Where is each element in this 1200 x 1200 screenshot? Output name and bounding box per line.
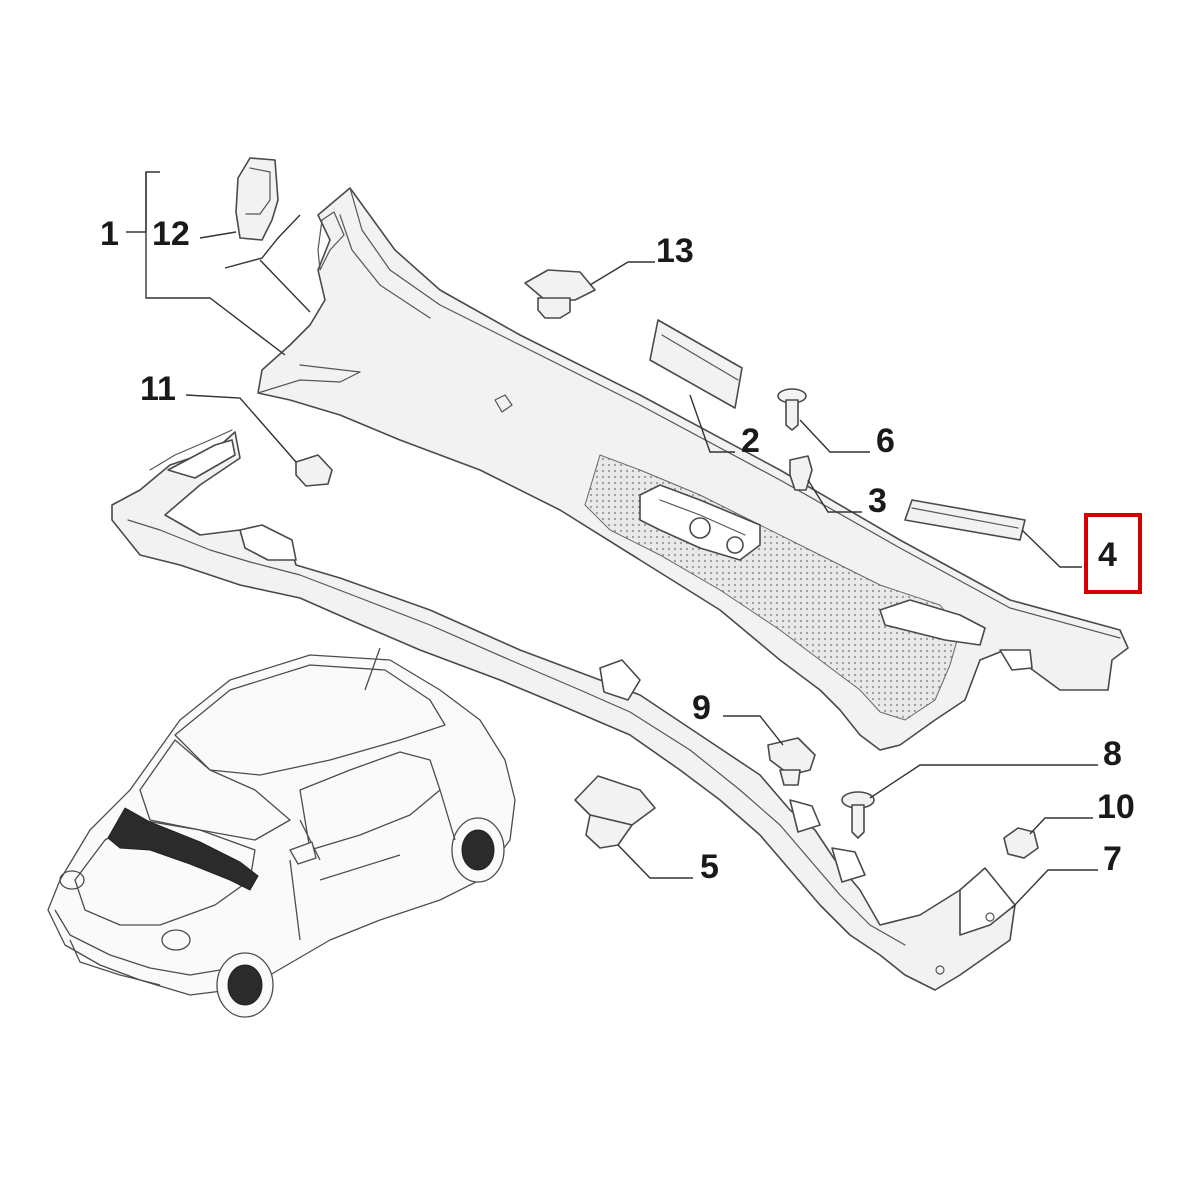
screw-part-6 — [777, 388, 807, 431]
leader-13 — [589, 261, 655, 286]
callout-8: 8 — [1103, 735, 1122, 773]
leader-4 — [1021, 529, 1082, 568]
push-clip-part-3 — [789, 455, 813, 491]
callout-4: 4 — [1098, 536, 1117, 574]
clip-part-9 — [767, 737, 816, 786]
leader-12 — [199, 231, 237, 239]
leader-1d — [259, 259, 311, 313]
callout-labels: 1 12 13 11 2 6 3 4 9 8 10 7 5 — [100, 215, 1135, 886]
seal-pad-part-2 — [649, 319, 743, 409]
callout-7: 7 — [1103, 840, 1122, 878]
leader-2 — [689, 394, 735, 453]
leader-11 — [185, 394, 297, 463]
leader-1a — [145, 171, 286, 356]
grommet-part-5 — [574, 775, 656, 849]
lower-support-rail — [111, 429, 1016, 991]
callout-9: 9 — [692, 689, 711, 727]
callout-5: 5 — [700, 848, 719, 886]
clip-part-11 — [295, 454, 333, 487]
callout-6: 6 — [876, 422, 895, 460]
highlight-box-part-4 — [1084, 513, 1142, 594]
callout-1: 1 — [100, 215, 119, 253]
nut-part-10 — [1003, 827, 1039, 859]
leader-3 — [807, 479, 862, 513]
car-illustration — [47, 647, 516, 1018]
leader-7 — [1011, 869, 1098, 909]
leader-10 — [1029, 817, 1093, 835]
bracket-part-12 — [235, 157, 279, 241]
leader-1e — [224, 214, 301, 269]
screw-part-8 — [841, 791, 875, 839]
leader-lines — [126, 171, 1098, 909]
callout-2: 2 — [741, 422, 760, 460]
leader-6 — [799, 419, 870, 453]
leader-9 — [723, 715, 784, 746]
callout-3: 3 — [868, 482, 887, 520]
clip-part-13 — [524, 269, 596, 319]
leader-5 — [617, 844, 693, 879]
seal-strip-part-4 — [904, 499, 1026, 541]
leader-8 — [869, 764, 1098, 799]
callout-11: 11 — [140, 370, 176, 408]
callout-10: 10 — [1097, 788, 1135, 826]
callout-12: 12 — [152, 215, 190, 253]
callout-13: 13 — [656, 232, 694, 270]
cowl-panel-upper — [257, 187, 1129, 751]
